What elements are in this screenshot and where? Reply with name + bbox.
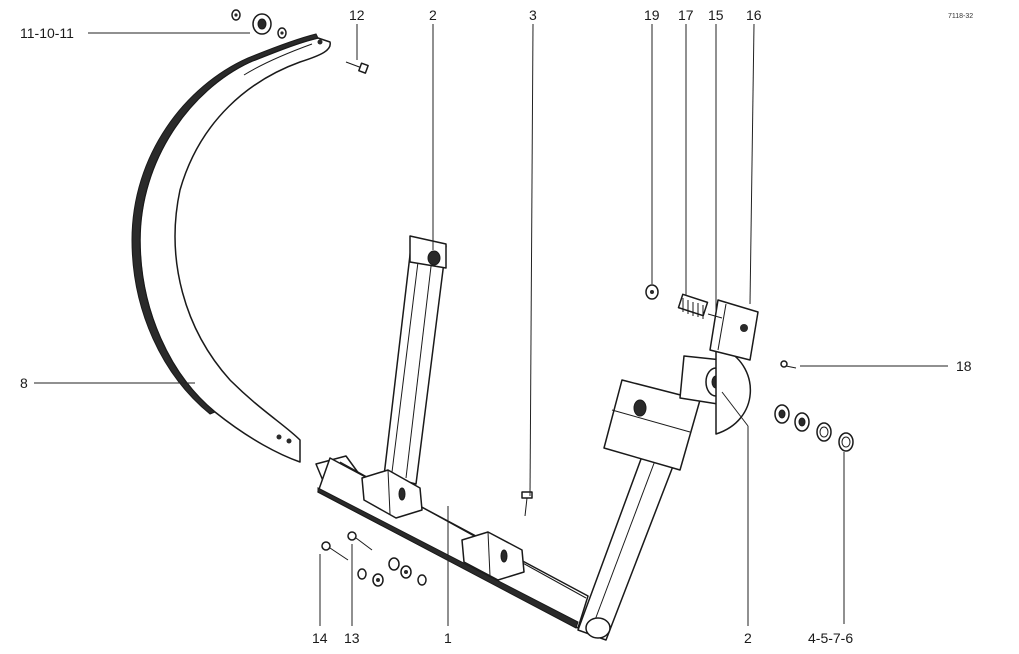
label-19: 19: [644, 7, 660, 23]
part-15-pin: [707, 313, 723, 319]
part-19-nut: [645, 284, 659, 300]
part-18-small-bolt: [780, 360, 797, 369]
part-3-bolt: [521, 491, 533, 517]
label-15: 15: [708, 7, 724, 23]
label-12: 12: [349, 7, 365, 23]
label-11-10-11: 11-10-11: [20, 25, 74, 41]
label-4-5-7-6: 4-5-7-6: [808, 630, 853, 646]
part-4-5-7-6-washer-set: [774, 404, 854, 452]
label-8: 8: [20, 375, 28, 391]
part-11-10-11-washer-roller: [231, 9, 287, 39]
part-16-bracket: [709, 299, 759, 361]
drawing-code: 7118-32: [948, 13, 973, 20]
leader-lines: [34, 23, 948, 626]
label-18: 18: [956, 358, 972, 374]
label-3: 3: [529, 7, 537, 23]
part-12-bolt: [345, 61, 369, 74]
part-8-curved-skid: [131, 33, 331, 463]
label-2-left: 2: [429, 7, 437, 23]
part-17-spring: [677, 293, 709, 319]
label-16: 16: [746, 7, 762, 23]
label-17: 17: [678, 7, 694, 23]
label-2-right: 2: [744, 630, 752, 646]
label-1: 1: [444, 630, 452, 646]
part-14-13-bottom-bolts: [321, 531, 427, 587]
label-13: 13: [344, 630, 360, 646]
label-14: 14: [312, 630, 328, 646]
part-labels: 11-10-11 12 2 3 19 17 15 16 8 18 4-5-7-6…: [20, 7, 972, 646]
